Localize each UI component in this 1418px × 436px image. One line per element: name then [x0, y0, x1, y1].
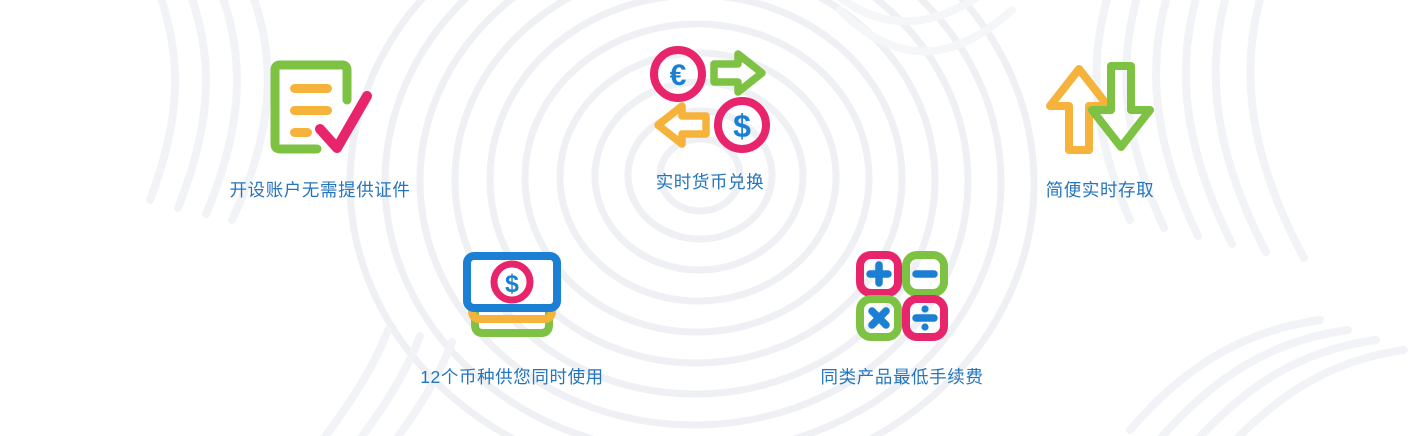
feature-card-no-documents-required[interactable]: 开设账户无需提供证件 [190, 48, 450, 201]
feature-label-twelve-currencies: 12个币种供您同时使用 [420, 367, 604, 387]
svg-text:$: $ [505, 270, 519, 298]
feature-label-realtime-currency-exchange: 实时货币兑换 [655, 172, 765, 192]
currency-exchange-icon: € $ [580, 40, 840, 160]
feature-label-lowest-fees: 同类产品最低手续费 [820, 367, 984, 387]
banknote-stack-icon: $ [382, 235, 642, 355]
calculator-keys-icon [772, 235, 1032, 355]
document-checklist-icon [190, 48, 450, 168]
feature-label-no-documents-required: 开设账户无需提供证件 [229, 180, 411, 200]
svg-text:€: € [670, 59, 687, 92]
feature-card-lowest-fees[interactable]: 同类产品最低手续费 [772, 235, 1032, 388]
feature-card-twelve-currencies[interactable]: $ 12个币种供您同时使用 [382, 235, 642, 388]
up-down-arrows-icon [970, 48, 1230, 168]
feature-card-realtime-currency-exchange[interactable]: € $ 实时货币兑换 [580, 40, 840, 193]
feature-card-easy-realtime-deposit-withdraw[interactable]: 简便实时存取 [970, 48, 1230, 201]
svg-text:$: $ [733, 108, 751, 144]
feature-label-easy-realtime-deposit-withdraw: 简便实时存取 [1045, 180, 1155, 200]
